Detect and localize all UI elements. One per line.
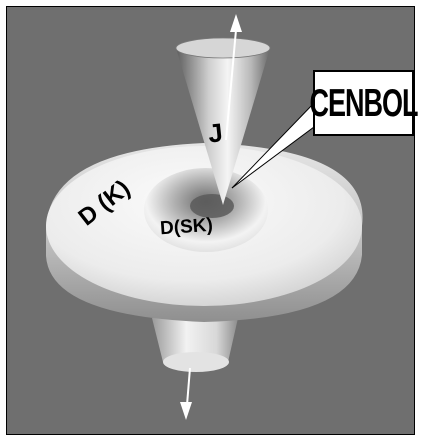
cenbol-callout: CENBOL xyxy=(313,70,414,136)
cenbol-label: CENBOL xyxy=(310,81,418,126)
inner-disk-label: D(SK) xyxy=(159,215,213,240)
inner-disk-bump xyxy=(144,168,268,252)
lower-jet-cone xyxy=(152,318,238,372)
down-arrow xyxy=(180,368,192,420)
